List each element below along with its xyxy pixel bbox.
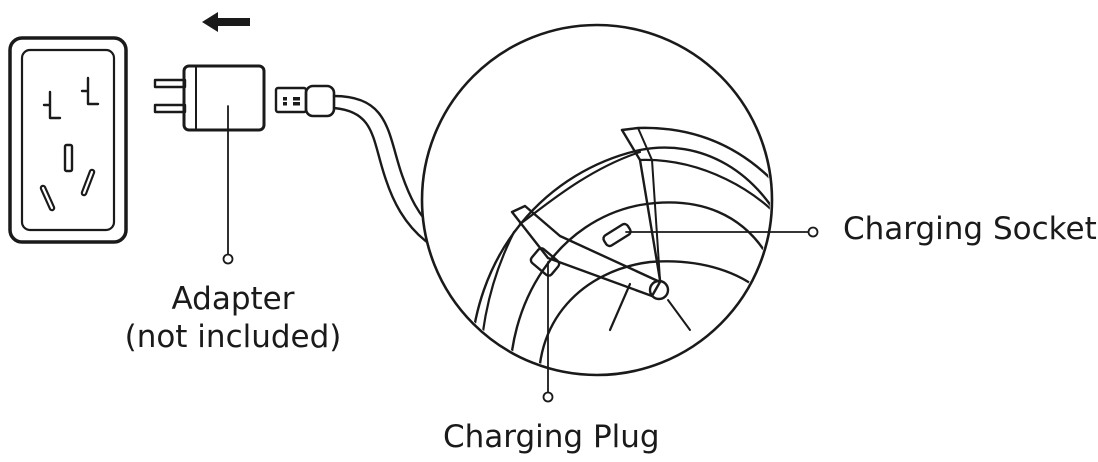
- charging-plug-label: Charging Plug: [443, 419, 660, 455]
- charging-socket-label: Charging Socket: [843, 211, 1097, 247]
- arrow-left-icon: [202, 12, 250, 32]
- usb-connector-icon: [274, 84, 336, 118]
- adapter-label-line2: (not included): [124, 319, 342, 355]
- power-adapter-icon: [153, 64, 266, 265]
- adapter-label-line1: Adapter: [171, 281, 295, 317]
- socket-leader-line: [625, 226, 819, 238]
- plug-leader-line: [542, 261, 554, 403]
- adapter-label: Adapter (not included): [108, 280, 358, 356]
- wall-outlet-icon: [8, 36, 128, 244]
- magnified-view: [420, 23, 774, 377]
